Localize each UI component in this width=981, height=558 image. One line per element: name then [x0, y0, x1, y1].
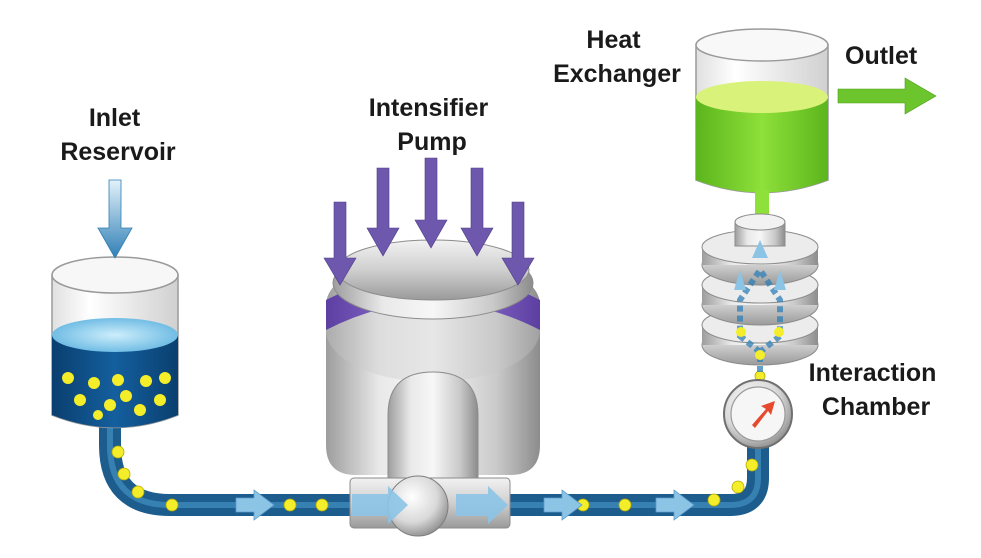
outlet-arrow-icon: [837, 77, 937, 115]
flow-arrow-icon: [543, 489, 583, 521]
label-outlet: Outlet: [845, 42, 918, 70]
pressure-arrow-icon: [501, 201, 535, 286]
heat-exchanger: [695, 28, 829, 220]
pressure-arrow-icon: [414, 157, 448, 249]
inlet-reservoir: [51, 256, 179, 429]
flow-arrow-icon: [235, 489, 275, 521]
intensifier-pump: [326, 239, 540, 537]
label-inlet-reservoir: Inlet Reservoir: [60, 104, 176, 166]
cooling-disc-stack: [701, 213, 819, 372]
flow-arrow-icon: [655, 489, 695, 521]
inlet-arrow-icon: [97, 179, 133, 259]
label-interaction-chamber: Interaction Chamber: [809, 359, 944, 421]
interaction-chamber: [723, 379, 793, 449]
pump-pressure-arrows: [323, 157, 535, 286]
pressure-arrow-icon: [366, 167, 400, 257]
pressure-arrow-icon: [323, 201, 357, 286]
chamber-arrow-icon: [752, 401, 775, 428]
label-heat-exchanger: Heat Exchanger: [553, 26, 681, 88]
label-intensifier-pump: Intensifier Pump: [369, 94, 495, 156]
flow-arrows: [235, 489, 695, 521]
pressure-arrow-icon: [460, 167, 494, 257]
